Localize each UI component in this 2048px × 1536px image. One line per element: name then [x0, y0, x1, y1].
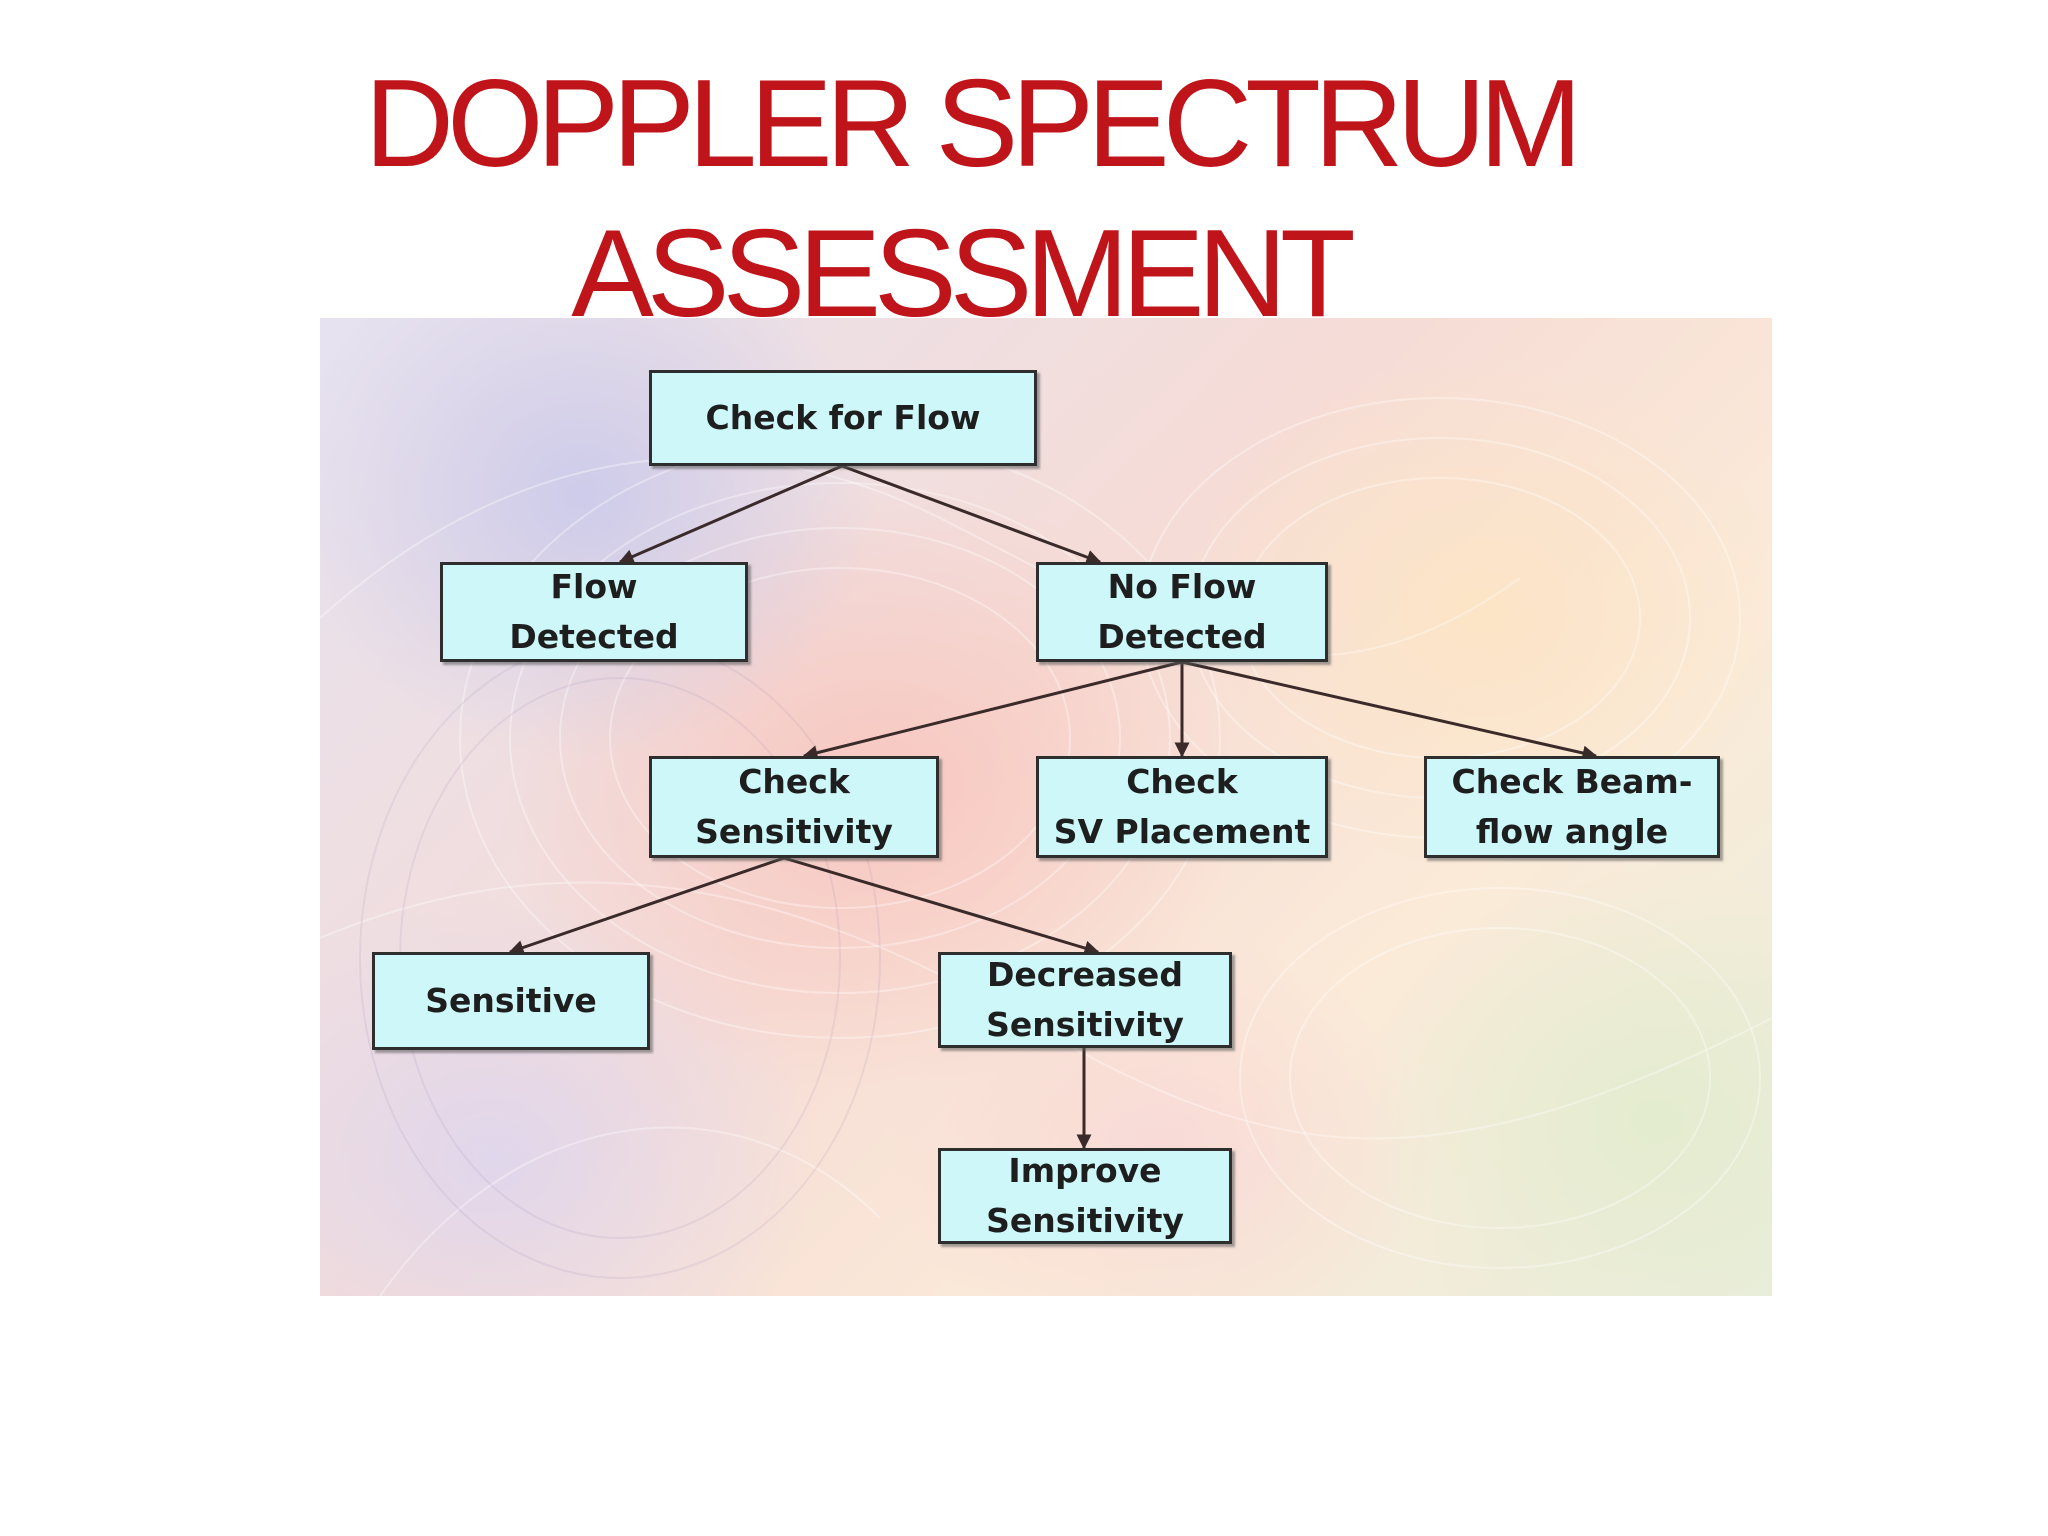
node-check-beam-flow-angle: Check Beam- flow angle: [1424, 756, 1720, 858]
connector-layer: [508, 464, 1598, 1150]
node-check-sensitivity: Check Sensitivity: [649, 756, 939, 858]
slide-title-line-2: ASSESSMENT: [571, 205, 1356, 343]
node-sensitive: Sensitive: [372, 952, 650, 1050]
node-improve-sensitivity: Improve Sensitivity: [938, 1148, 1232, 1244]
node-flow-detected: Flow Detected: [440, 562, 748, 662]
edge-check-flow-to-flow-detected: [618, 464, 843, 564]
node-check-sv-placement: Check SV Placement: [1036, 756, 1328, 858]
edge-no-flow-to-check-beam: [1181, 660, 1598, 761]
node-check-for-flow: Check for Flow: [649, 370, 1037, 466]
slide-title-line-1: DOPPLER SPECTRUM: [364, 55, 1583, 193]
flowchart-figure: Check for Flow Flow Detected No Flow Det…: [320, 318, 1772, 1296]
node-decreased-sensitivity: Decreased Sensitivity: [938, 952, 1232, 1048]
edge-check-sensitivity-to-sensitive: [508, 856, 785, 955]
edge-no-flow-to-check-sensitivity: [802, 660, 1183, 761]
edge-check-sensitivity-to-decreased: [783, 856, 1100, 956]
node-no-flow-detected: No Flow Detected: [1036, 562, 1328, 662]
edge-check-flow-to-no-flow: [841, 464, 1102, 565]
